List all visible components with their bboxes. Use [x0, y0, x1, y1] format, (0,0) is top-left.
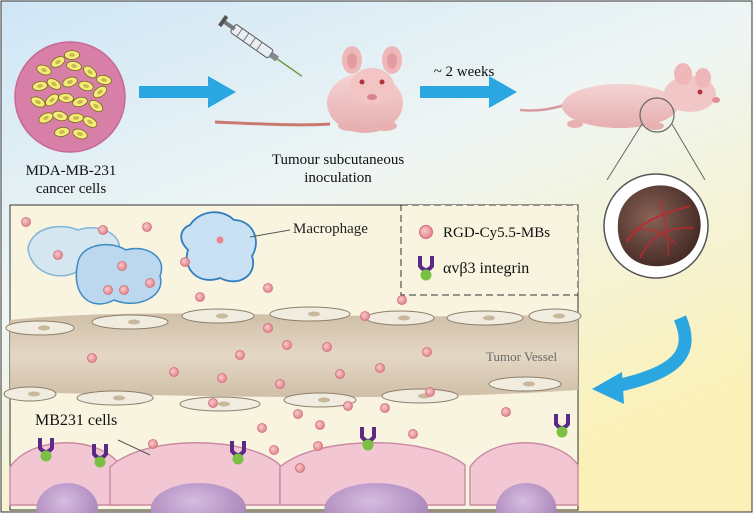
cancer-cell	[54, 126, 70, 138]
microbubble	[21, 217, 31, 227]
microbubble	[375, 363, 385, 373]
microbubble	[217, 373, 227, 383]
microbubble	[422, 347, 432, 357]
mb231-cell	[279, 442, 466, 513]
microbubble	[208, 398, 218, 408]
cancer-cell	[88, 99, 104, 113]
cancer-cell	[32, 80, 48, 92]
integrin-receptors	[38, 414, 570, 468]
microbubble	[315, 420, 325, 430]
microbubble	[145, 278, 155, 288]
mb231-cells-label: MB231 cells	[35, 412, 118, 429]
legend-microbubble-label: RGD-Cy5.5-MBs	[443, 225, 551, 241]
integrin-legend-icon	[418, 256, 434, 281]
cancer-cell	[64, 50, 80, 60]
tumor-microenvironment-panel	[3, 204, 582, 513]
integrin-receptor	[92, 444, 108, 468]
curved-arrow-to-detail	[592, 315, 692, 404]
microbubble	[335, 369, 345, 379]
microbubble	[87, 353, 97, 363]
microbubble	[313, 441, 323, 451]
microbubble	[119, 285, 129, 295]
microbubble	[408, 429, 418, 439]
integrin-receptor	[360, 427, 376, 451]
microbubble	[53, 250, 63, 260]
microbubble	[195, 292, 205, 302]
microbubble	[397, 295, 407, 305]
cancer-cell	[66, 60, 82, 72]
arrow-two-weeks	[420, 76, 517, 108]
cancer-cell	[78, 80, 94, 92]
tumor-vessel-label: Tumor Vessel	[486, 349, 558, 364]
cancer-cell	[46, 78, 62, 90]
integrin-receptor	[38, 438, 54, 462]
nude-mouse-icon	[214, 46, 403, 133]
microbubble	[293, 409, 303, 419]
macrophage-cells	[27, 211, 257, 305]
cancer-cell	[36, 64, 52, 76]
macrophage-label: Macrophage	[293, 221, 368, 237]
microbubble	[263, 283, 273, 293]
cancer-cell	[82, 116, 98, 128]
cancer-cell	[68, 113, 84, 123]
mb231-cell-layer	[9, 442, 579, 513]
mb231-cell	[109, 442, 281, 513]
microbubble	[117, 261, 127, 271]
cancer-cell	[50, 56, 66, 68]
integrin-receptor	[230, 441, 246, 465]
cancer-cell	[62, 76, 78, 88]
integrin-receptor	[554, 414, 570, 438]
mb231-cell	[469, 442, 579, 513]
microbubble	[148, 439, 158, 449]
cancer-cell	[72, 96, 88, 108]
mb231-cell	[9, 442, 121, 513]
microbubble	[235, 350, 245, 360]
cancer-cell-dish	[14, 41, 126, 153]
cancer-cell	[92, 85, 108, 99]
microbubble	[103, 285, 113, 295]
cancer-cell	[83, 65, 97, 79]
tumor-vessel	[3, 306, 582, 412]
rgd-microbubbles	[21, 217, 511, 473]
inoculation-label-line1: Tumour subcutaneous	[271, 152, 405, 168]
two-weeks-label: ~ 2 weeks	[433, 64, 495, 80]
cancer-cell	[30, 96, 46, 108]
microbubble	[142, 222, 152, 232]
inoculation-label-line2: inoculation	[304, 170, 372, 186]
microbubble-legend-icon	[419, 225, 433, 239]
microbubble	[360, 311, 370, 321]
microbubble	[295, 463, 305, 473]
microbubble	[98, 225, 108, 235]
cancer-cells-cluster	[30, 50, 112, 140]
syringe-icon	[218, 15, 303, 77]
microbubble	[282, 340, 292, 350]
legend-integrin-label: αvβ3 integrin	[443, 260, 530, 277]
microbubble	[425, 387, 435, 397]
cancer-cell	[72, 128, 88, 140]
cancer-cell	[96, 74, 112, 86]
cancer-cells-label: MDA-MB-231 cancer cells	[18, 162, 124, 198]
tumor-zoom-callout	[603, 123, 709, 279]
microbubble	[501, 407, 511, 417]
microbubble	[263, 323, 273, 333]
cancer-cell	[52, 110, 68, 122]
microbubble	[343, 401, 353, 411]
cancer-cell	[58, 93, 74, 103]
cancer-cells-label-line2: cancer cells	[35, 181, 107, 197]
microbubble	[169, 367, 179, 377]
microbubble	[322, 342, 332, 352]
inoculation-label: Tumour subcutaneous inoculation	[238, 151, 438, 187]
tumor-bearing-mouse-icon	[519, 63, 720, 133]
microbubble	[269, 445, 279, 455]
microbubble	[257, 423, 267, 433]
cancer-cell	[45, 93, 59, 107]
cancer-cells-label-line1: MDA-MB-231	[25, 163, 117, 179]
microbubble	[180, 257, 190, 267]
legend-box	[400, 204, 579, 296]
arrow-to-inoculation	[139, 76, 236, 108]
microbubble	[275, 379, 285, 389]
microbubble	[380, 403, 390, 413]
